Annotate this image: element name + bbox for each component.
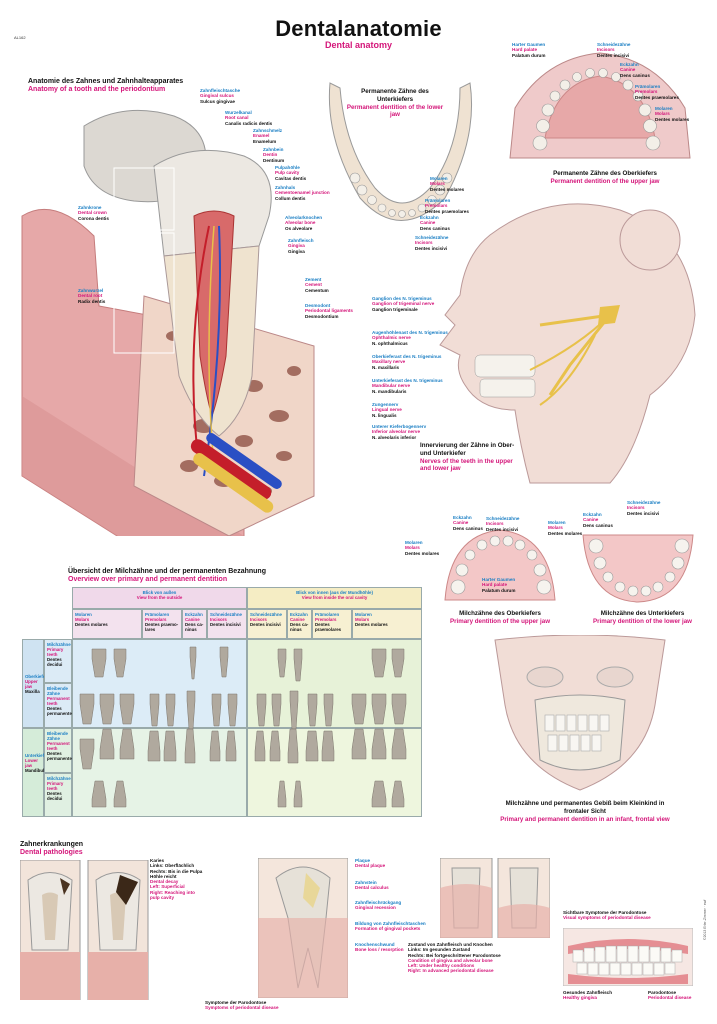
- nerves-title: Innervierung der Zähne in Ober- und Unte…: [420, 442, 515, 473]
- tooth-cross-section-illustration: [21, 109, 315, 536]
- smile-comparison-illustration: [563, 928, 693, 986]
- primary-upper-jaw-illustration: [444, 529, 556, 601]
- primary-upper-title: Milchzähne des Oberkiefers Primary denti…: [449, 610, 551, 625]
- overview-title: Übersicht der Milchzähne und der permane…: [68, 568, 266, 584]
- label-dental-crown: Zahnkrone Dental crown Corona dentis: [78, 205, 109, 221]
- upper-jaw-title: Permanente Zähne des Oberkiefers Permane…: [550, 170, 660, 185]
- primary-lower-jaw-illustration: [582, 534, 694, 603]
- visible-perio-symptoms-title: Sichtbare Symptome der Parodontose Visua…: [563, 910, 651, 921]
- child-skull-illustration: [494, 635, 666, 791]
- page-subtitle: Dental anatomy: [324, 40, 393, 50]
- primary-lower-title: Milchzähne des Unterkiefers Primary dent…: [592, 610, 692, 625]
- pathologies-title: Zahnerkrankungen Dental pathologies: [20, 841, 84, 857]
- healthy-gingiva-label: Gesundes Zahnfleisch Healthy gingiva: [563, 990, 613, 1001]
- page-title: Dentalanatomie: [275, 16, 442, 41]
- caries-illustrations: [20, 860, 149, 1000]
- lower-jaw-illustration: [328, 82, 473, 221]
- caries-description: Karies Links: Oberflächlich Rechts: Bis …: [150, 858, 203, 900]
- periodontal-disease-label: Parodontose Periodontal disease: [648, 990, 692, 1001]
- head-nerves-illustration: [439, 203, 696, 484]
- copyright-note: ©2013 Erler-Zimmer · ewf: [703, 899, 707, 940]
- perio-caption: Symptome der Parodontose Symptoms of per…: [205, 1000, 279, 1011]
- poster-code: AL162: [14, 35, 26, 40]
- lower-jaw-title: Permanente Zähne des Unterkiefers Perman…: [346, 88, 444, 119]
- gingiva-bone-condition-description: Zustand von Zahnfleisch und Knochen Link…: [408, 942, 501, 974]
- label-dental-root: Zahnwurzel Dental root Radix dentis: [78, 288, 106, 304]
- header-view-inside: Blick von innen (aus der Mundhöhle)View …: [247, 587, 422, 609]
- periodontitis-illustration: [258, 858, 348, 998]
- upper-jaw-illustration: [509, 52, 691, 159]
- tooth-section-title: Anatomie des Zahnes und Zahnhalteapparat…: [28, 78, 184, 94]
- gingiva-bone-condition-illustration: [440, 858, 550, 938]
- overview-teeth-drawings: [79, 646, 407, 808]
- child-skull-title: Milchzähne und permanentes Gebiß beim Kl…: [500, 800, 670, 823]
